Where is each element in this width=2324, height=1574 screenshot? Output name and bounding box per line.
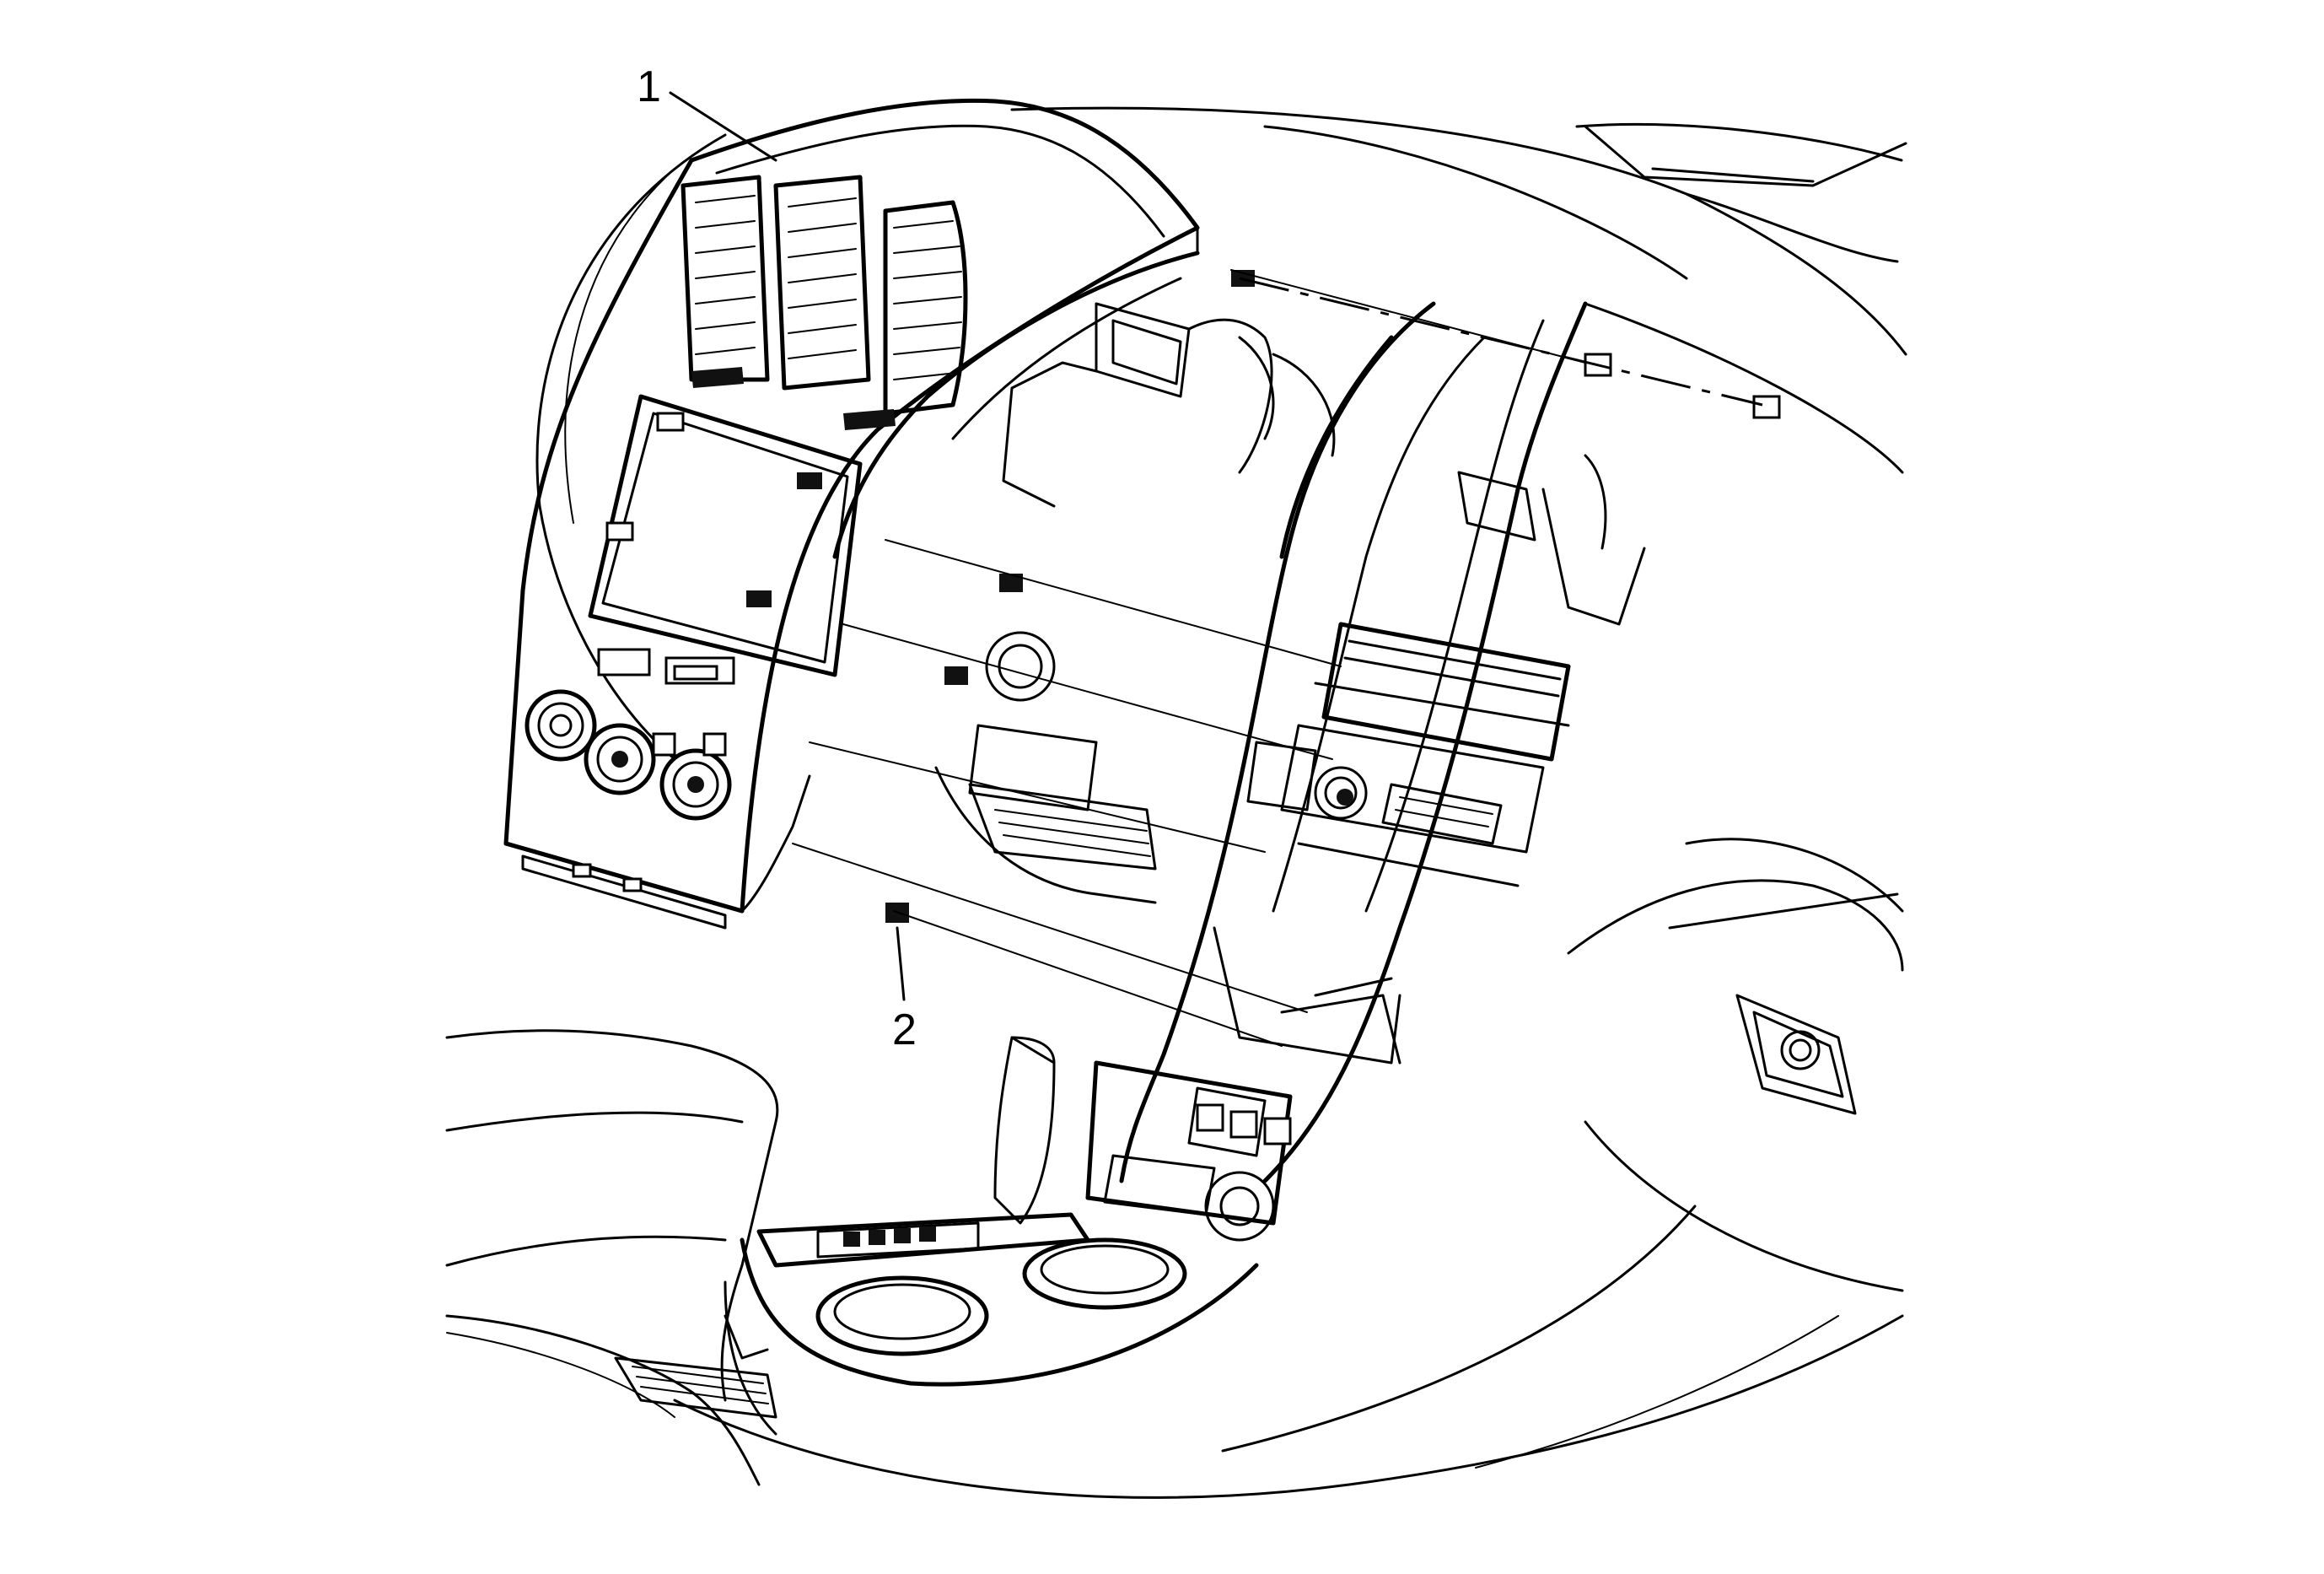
center-console: [614, 1036, 1293, 1436]
instrument-panel-trim-plate: [503, 98, 1200, 930]
climate-control-knobs: [525, 689, 732, 821]
air-vent-left: [681, 175, 770, 382]
callout-1-label: 1: [637, 62, 661, 111]
callout-1: 1: [637, 62, 777, 162]
air-vent-right: [883, 200, 968, 416]
dashboard-outline: [445, 106, 1907, 1499]
center-stack-opening: [832, 251, 1646, 1183]
callout-2: 2: [892, 926, 917, 1054]
callout-1-leader: [669, 91, 777, 162]
callout-2-label: 2: [892, 1005, 917, 1054]
air-vent-center: [773, 175, 871, 391]
callout-2-leader: [896, 926, 906, 1001]
alignment-lines: [792, 269, 1763, 1047]
